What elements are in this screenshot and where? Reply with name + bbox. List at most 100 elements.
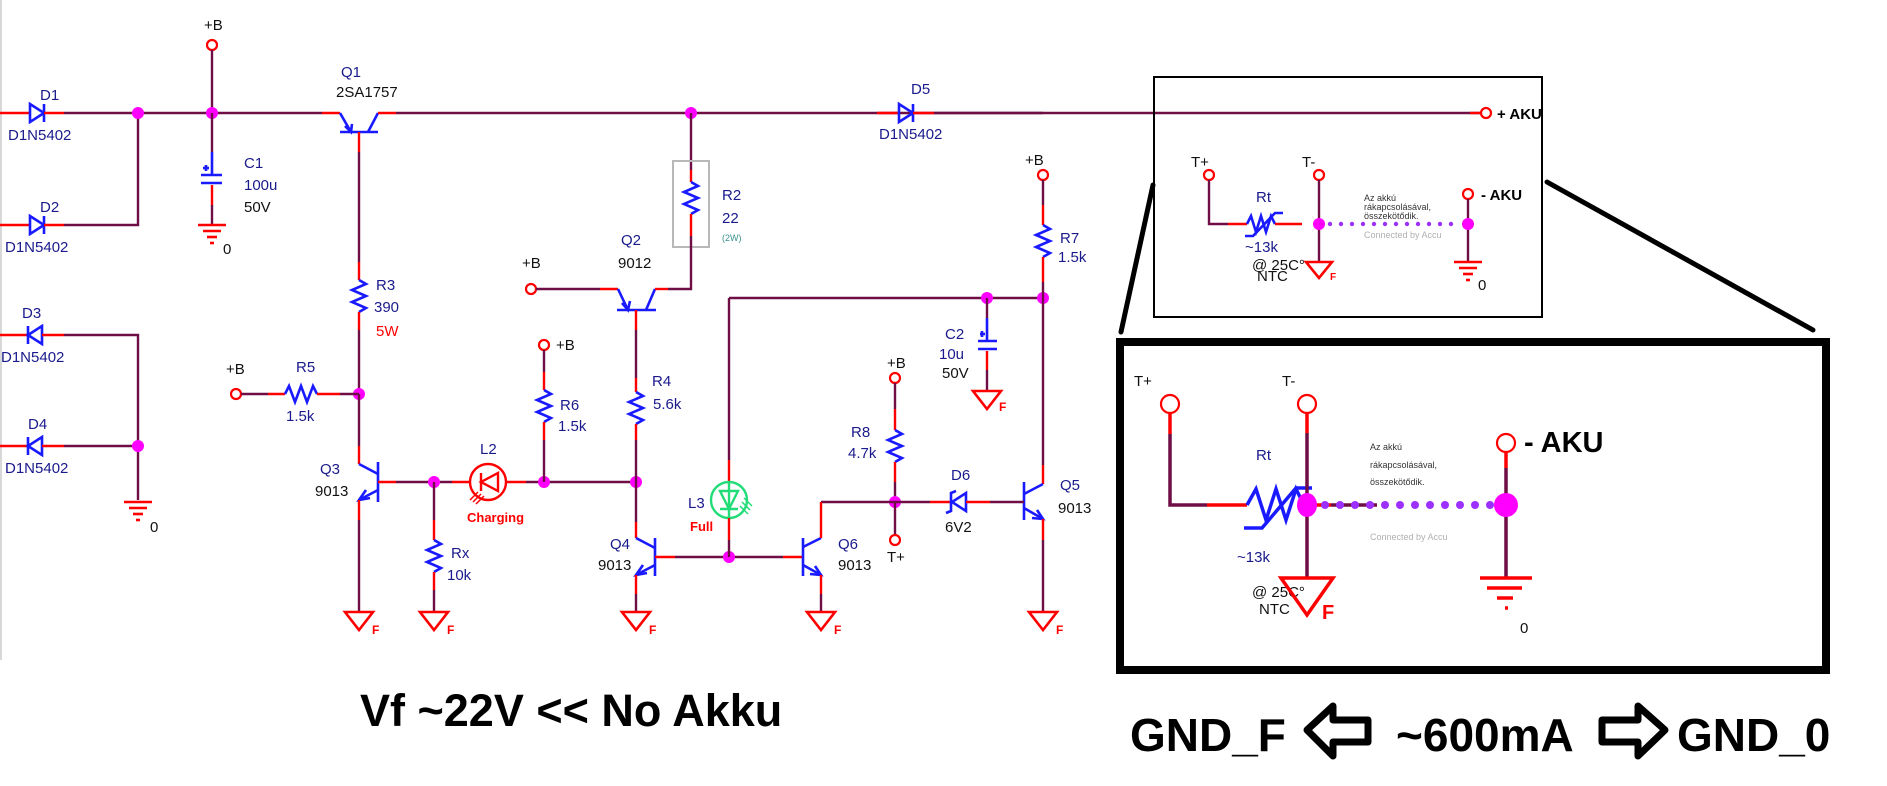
- plus-aku-label: + AKU: [1497, 106, 1542, 123]
- caption-gnd-0: GND_0: [1677, 709, 1830, 761]
- r3-ref: R3: [376, 277, 395, 294]
- d4-value: D1N5402: [5, 460, 68, 477]
- supply-terminal-r5[interactable]: +B: [226, 361, 245, 401]
- accu-link-dot: [1411, 501, 1419, 509]
- test-terminal-t-plus[interactable]: T+: [887, 533, 905, 566]
- resistor-r5: R5 1.5k: [241, 359, 359, 425]
- small-rt-value: ~13k: [1245, 239, 1278, 256]
- small-t-plus-label: T+: [1191, 154, 1209, 171]
- resistor-r3: R3 390 5W: [348, 262, 399, 340]
- caption-gnd-f: GND_F: [1130, 709, 1286, 761]
- zoom-connector-right: [1544, 179, 1816, 333]
- small-minus-aku-terminal[interactable]: - AKU: [1461, 187, 1522, 204]
- small-t-minus-terminal[interactable]: T-: [1302, 154, 1326, 182]
- accu-link-dot: [1366, 501, 1374, 509]
- ground-0-label: 0: [1520, 620, 1528, 637]
- ground-f-label: F: [447, 623, 454, 637]
- d2-value: D1N5402: [5, 239, 68, 256]
- supply-terminal-r8[interactable]: +B: [887, 355, 906, 385]
- q2-ref: Q2: [621, 232, 641, 249]
- ground-0-icon: [196, 223, 228, 245]
- large-minus-aku-label: - AKU: [1524, 427, 1603, 459]
- ground-f-icon: [343, 610, 375, 632]
- small-t-minus-label: T-: [1302, 154, 1315, 171]
- large-minus-aku-terminal[interactable]: - AKU: [1495, 427, 1603, 459]
- d2-ref: D2: [40, 199, 59, 216]
- q4-ref: Q4: [610, 536, 630, 553]
- rx-ref: Rx: [451, 545, 470, 562]
- ground-0-label: 0: [1478, 277, 1486, 294]
- large-t-minus-label: T-: [1282, 373, 1295, 390]
- r6-value: 1.5k: [558, 418, 587, 435]
- supply-label: +B: [1025, 152, 1044, 169]
- t-plus-label: T+: [887, 549, 905, 566]
- plus-aku-terminal[interactable]: + AKU: [1479, 106, 1542, 123]
- large-rt-temp: @ 25C°: [1252, 584, 1305, 601]
- accu-link-dot: [1327, 221, 1333, 227]
- supply-label: +B: [887, 355, 906, 372]
- battery-detail-small-box: [1153, 76, 1543, 318]
- supply-terminal-r7[interactable]: +B: [1025, 152, 1050, 182]
- small-thermistor-rt: Rt ~13k @ 25C° NTC: [1228, 189, 1305, 285]
- accu-link-dot: [1360, 221, 1366, 227]
- ground-f-label: F: [834, 623, 841, 637]
- large-note-line-1: Az akkú: [1370, 442, 1402, 452]
- q4-value: 9013: [598, 557, 631, 574]
- large-t-plus-terminal[interactable]: T+: [1134, 373, 1181, 415]
- ground-f-icon: [1027, 610, 1059, 632]
- c2-rating: 50V: [942, 365, 969, 382]
- small-connected-by: Connected by Accu: [1364, 230, 1442, 240]
- accu-link-dot: [1393, 221, 1399, 227]
- junction-node: [1494, 493, 1518, 517]
- caption-current: ~600mA: [1396, 709, 1574, 761]
- q1-value: 2SA1757: [336, 84, 398, 101]
- r5-value: 1.5k: [286, 408, 315, 425]
- junction-node: [132, 107, 144, 119]
- arrow-right-icon: [1598, 702, 1669, 760]
- l3-label: Full: [690, 519, 713, 534]
- d6-value: 6V2: [945, 519, 972, 536]
- accu-link-dot: [1338, 221, 1344, 227]
- small-note-line-1: Az akkú: [1364, 193, 1396, 203]
- r8-value: 4.7k: [848, 445, 877, 462]
- led-l3-full: L3 Full: [688, 460, 753, 540]
- q6-ref: Q6: [838, 536, 858, 553]
- d3-ref: D3: [22, 305, 41, 322]
- ground-f-label: F: [649, 623, 656, 637]
- small-rt-type: NTC: [1257, 268, 1288, 285]
- supply-terminal-q2[interactable]: +B: [522, 255, 541, 296]
- supply-terminal-top[interactable]: +B: [204, 17, 223, 52]
- small-t-plus-terminal[interactable]: T+: [1191, 154, 1216, 182]
- c2-value: 10u: [939, 346, 964, 363]
- large-t-minus-terminal[interactable]: T-: [1282, 373, 1318, 415]
- transistor-q2: Q2 9012: [600, 232, 668, 330]
- diode-d3: D3 D1N5402: [0, 305, 64, 366]
- small-rt-temp: @ 25C°: [1252, 257, 1305, 274]
- arrow-left-icon: [1303, 702, 1372, 760]
- r4-ref: R4: [652, 373, 671, 390]
- large-rt-value: ~13k: [1237, 549, 1270, 566]
- q3-value: 9013: [315, 483, 348, 500]
- r2-power: (2W): [722, 233, 742, 243]
- d6-ref: D6: [951, 467, 970, 484]
- d5-value: D1N5402: [879, 126, 942, 143]
- ground-f-label: F: [1330, 272, 1336, 283]
- d4-ref: D4: [28, 416, 47, 433]
- accu-link-dot: [1441, 501, 1449, 509]
- large-note-line-3: összekötődik.: [1370, 477, 1425, 487]
- r3-value: 390: [374, 299, 399, 316]
- junction-node: [1297, 493, 1317, 517]
- small-note-line-2: rákapcsolásával,: [1364, 202, 1431, 212]
- junction-node: [132, 440, 144, 452]
- capacitor-c2: C2 10u 50V: [939, 318, 997, 382]
- ground-f-icon: [971, 389, 1003, 411]
- d5-ref: D5: [911, 81, 930, 98]
- small-accu-link: [1327, 221, 1454, 227]
- large-accu-link: [1321, 501, 1494, 509]
- large-rt-ref: Rt: [1256, 447, 1272, 464]
- r7-ref: R7: [1060, 230, 1079, 247]
- l3-ref: L3: [688, 495, 705, 512]
- r5-ref: R5: [296, 359, 315, 376]
- accu-link-dot: [1486, 501, 1494, 509]
- d3-value: D1N5402: [1, 349, 64, 366]
